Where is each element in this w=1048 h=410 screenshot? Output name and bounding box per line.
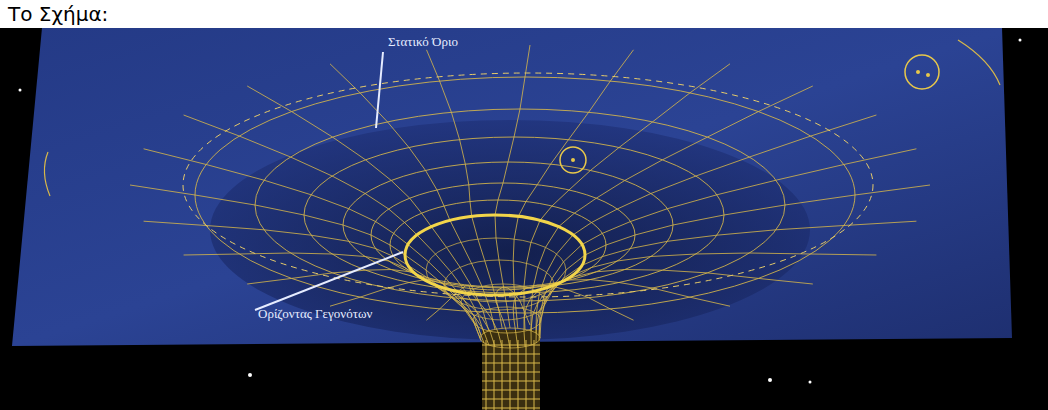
- throat-ring: [482, 354, 540, 355]
- grid-radial: [495, 45, 530, 328]
- grid-radial: [539, 221, 916, 340]
- leader-line: [255, 252, 403, 310]
- grid-radial: [539, 149, 916, 336]
- figure-heading: Το Σχήμα:: [8, 2, 108, 26]
- funnel-grid: [130, 45, 930, 410]
- event-horizon-label: Ορίζοντας Γεγονότων: [258, 306, 372, 322]
- throat-line: [518, 340, 519, 410]
- throat-ring: [482, 345, 540, 346]
- grid-radial: [524, 64, 730, 330]
- grid-radial: [536, 115, 876, 333]
- star-dot: [768, 378, 772, 382]
- space-plane: [12, 28, 1012, 346]
- grid-radial: [531, 270, 813, 346]
- throat-ring: [482, 399, 540, 400]
- star-dot: [248, 373, 252, 377]
- event-horizon-ring: [405, 215, 585, 295]
- grid-radial: [531, 86, 813, 331]
- grid-radial: [247, 270, 489, 346]
- star-dot: [809, 381, 812, 384]
- leader-line: [376, 52, 383, 128]
- static-limit-ring: [183, 73, 873, 297]
- particle-dot: [926, 73, 930, 77]
- grid-radial: [524, 280, 730, 347]
- grid-radial: [513, 50, 633, 329]
- throat-line: [502, 340, 503, 410]
- throat-line: [494, 340, 495, 410]
- grid-radial: [247, 86, 489, 331]
- throat-line: [486, 340, 487, 410]
- throat-line: [510, 340, 511, 410]
- grid-radial: [144, 221, 481, 340]
- throat-ring: [482, 408, 540, 409]
- grid-radial: [184, 253, 484, 343]
- orbit-circle: [560, 147, 586, 173]
- grid-radial: [144, 149, 481, 336]
- grid-radial: [540, 185, 930, 338]
- top-strip: [0, 0, 1048, 28]
- throat-line: [534, 340, 535, 410]
- grid-radial: [330, 64, 495, 330]
- star-dot: [1019, 39, 1022, 42]
- grid-radial: [536, 253, 876, 343]
- throat-line: [526, 340, 527, 410]
- particle-dot: [916, 70, 920, 74]
- throat-ring: [482, 390, 540, 391]
- throat-ring: [482, 363, 540, 364]
- motion-arc: [958, 40, 1000, 85]
- star-dot: [19, 89, 22, 92]
- throat-ring: [482, 381, 540, 382]
- static-limit-label: Στατικό Όριο: [388, 34, 458, 50]
- motion-arc: [44, 152, 50, 196]
- orbit-circle: [905, 55, 939, 89]
- throat-ring: [482, 372, 540, 373]
- particle-dot: [571, 158, 575, 162]
